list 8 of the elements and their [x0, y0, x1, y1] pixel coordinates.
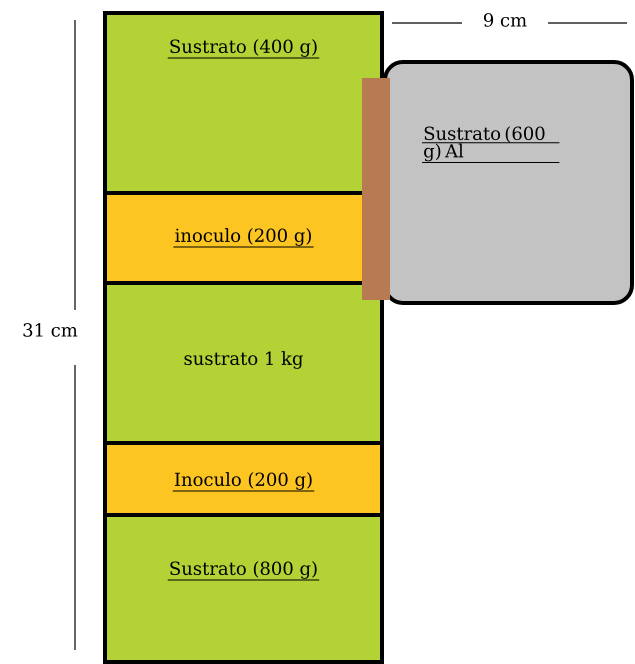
layer-box: Sustrato (400 g): [103, 11, 384, 195]
dimension-label: 9 cm: [480, 11, 530, 29]
layer-box: sustrato 1 kg: [103, 281, 384, 445]
container-box: Sustrato (600 g) Al: [383, 60, 634, 305]
layer-box: inoculo (200 g): [103, 191, 384, 285]
layer-box: Inoculo (200 g): [103, 441, 384, 517]
layer-box: Sustrato (800 g): [103, 513, 384, 664]
dimension-label: 31 cm: [20, 321, 80, 339]
